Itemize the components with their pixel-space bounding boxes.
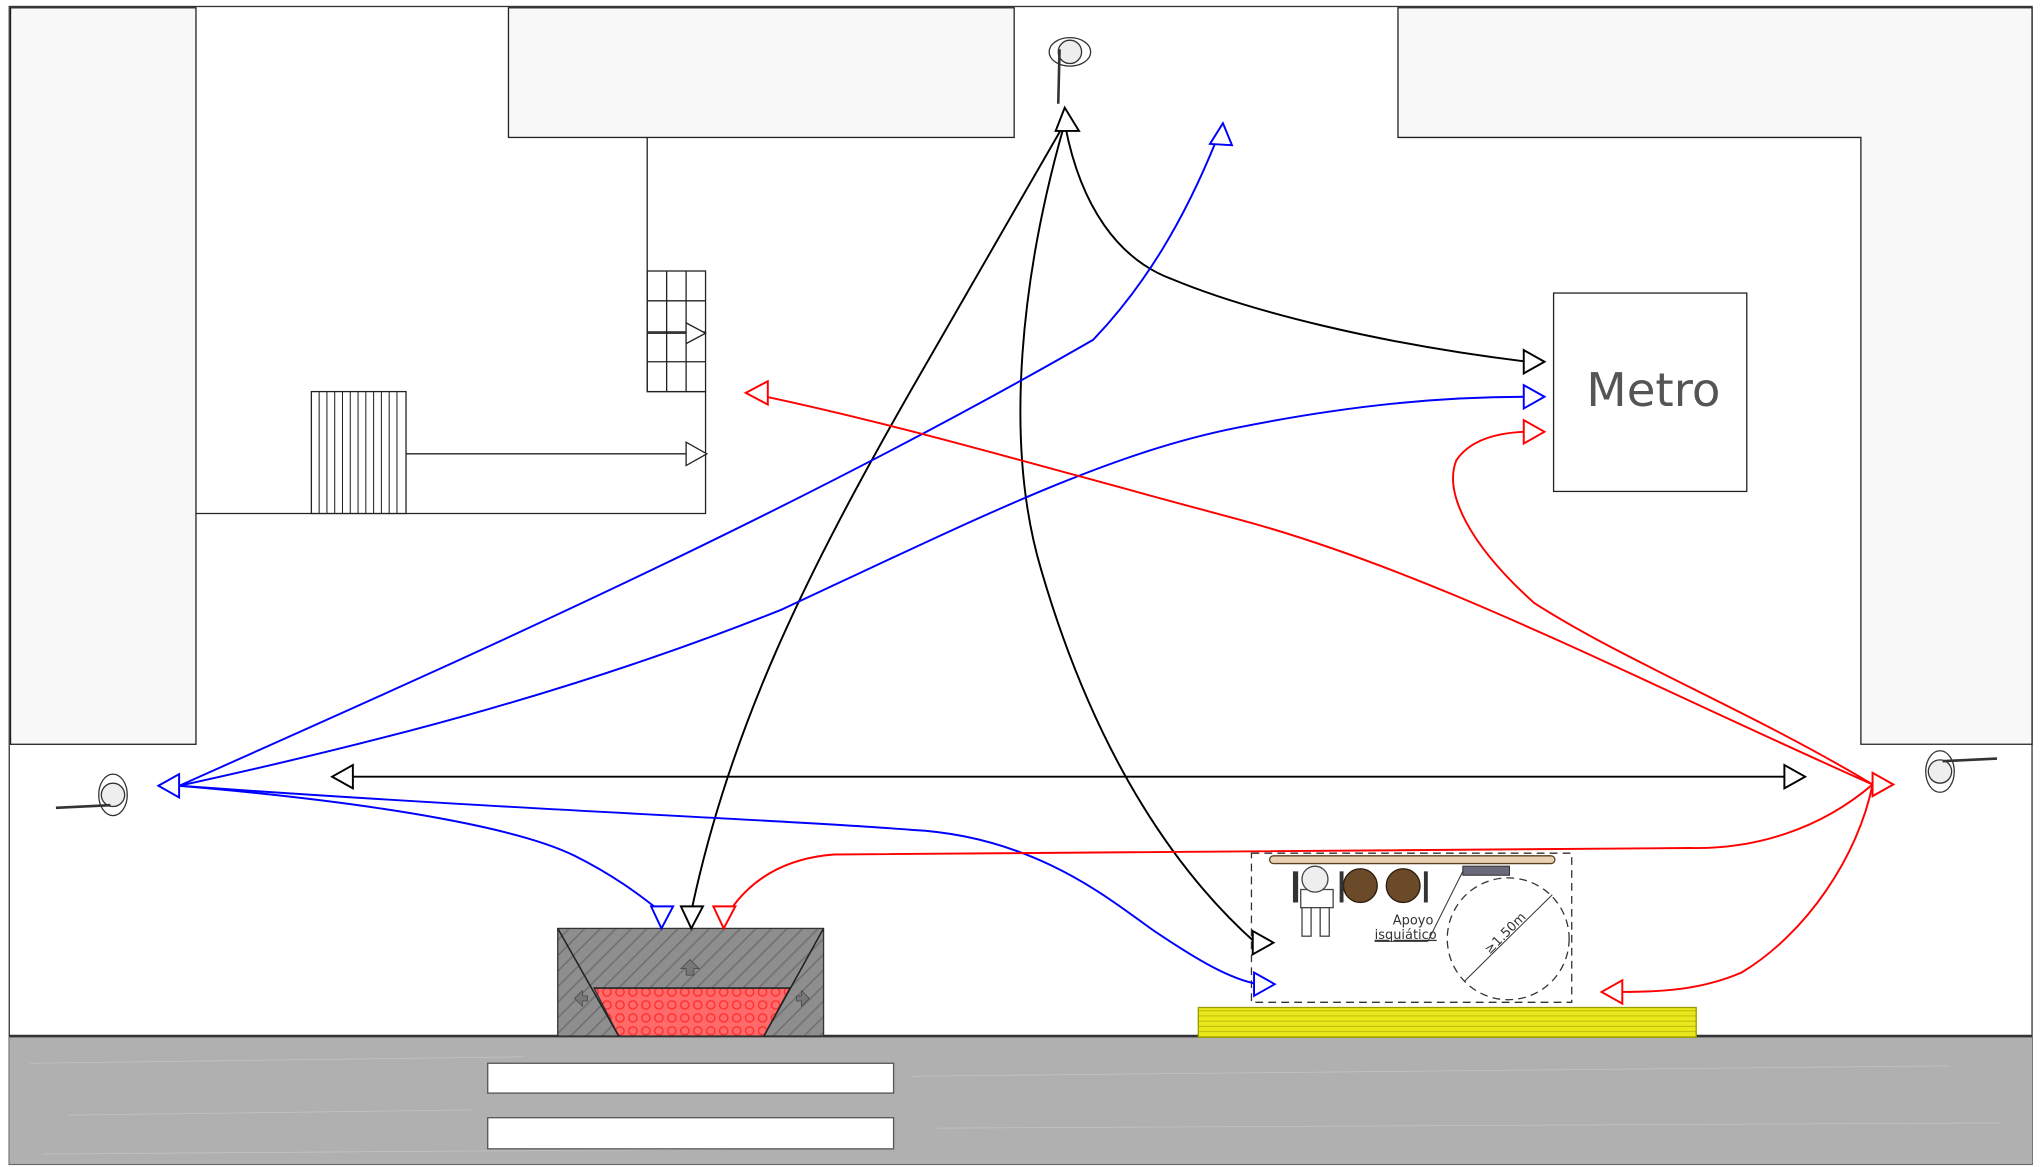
arrowhead-red-icon	[743, 379, 769, 407]
road	[9, 1036, 2033, 1165]
seat-icon	[1342, 868, 1378, 904]
bench-plaque	[1462, 865, 1511, 876]
tactile-paving-strip	[1197, 1006, 1697, 1038]
building-top-center	[507, 7, 1015, 139]
curb-ramp	[557, 927, 825, 1037]
arrowhead-black-icon	[1783, 763, 1808, 791]
arrowhead-black-icon	[679, 905, 705, 931]
route-black	[351, 122, 1787, 944]
arrowhead-blue-icon	[1253, 970, 1277, 998]
zebra-stripe-2	[487, 1117, 895, 1150]
pedestrian-left-icon	[55, 773, 128, 817]
ramp-left-arrow-icon	[574, 989, 588, 1008]
arrowhead-red-icon	[711, 905, 737, 931]
pedestrian-right-icon	[1925, 750, 1998, 793]
metro-label: Metro	[1586, 364, 1720, 418]
zebra-stripe-1	[487, 1062, 895, 1094]
route-red	[729, 395, 1874, 993]
arrowhead-red-icon	[1871, 771, 1896, 798]
arrowhead-blue-icon	[1522, 383, 1547, 411]
road-texture	[29, 1056, 2001, 1155]
upper-stair	[646, 270, 707, 393]
ramp-arrow-icon	[685, 441, 709, 467]
isquiatico-label: isquiático	[1375, 928, 1437, 943]
arrowhead-blue-icon	[1208, 121, 1234, 147]
turning-circle	[1446, 877, 1570, 1001]
pedestrian-top-icon	[1048, 36, 1092, 104]
ramp-right-arrow-icon	[795, 989, 810, 1008]
building-left	[9, 7, 197, 745]
person-at-bench-icon	[1300, 865, 1334, 937]
ramp-up-arrow-icon	[679, 958, 701, 976]
arrowhead-black-icon	[1054, 105, 1081, 132]
arrowhead-blue-icon	[156, 772, 181, 800]
arrowhead-red-icon	[1599, 978, 1624, 1006]
arrowhead-black-icon	[1251, 929, 1276, 957]
arrowhead-blue-icon	[649, 905, 675, 931]
metro-box	[1552, 292, 1748, 493]
isquiatic-support-bar	[1268, 855, 1556, 865]
route-blue	[178, 139, 1528, 986]
arrowhead-red-icon	[1522, 418, 1547, 446]
arrowhead-black-icon	[1522, 348, 1547, 376]
plan-frame	[8, 5, 2033, 1166]
seat-icon	[1385, 868, 1421, 904]
building-right	[1397, 7, 2033, 745]
arrowhead-black-icon	[330, 763, 354, 791]
lower-stair	[310, 390, 709, 515]
stair-up-arrow-icon	[685, 321, 707, 345]
apoyo-label: Apoyo	[1393, 914, 1434, 929]
